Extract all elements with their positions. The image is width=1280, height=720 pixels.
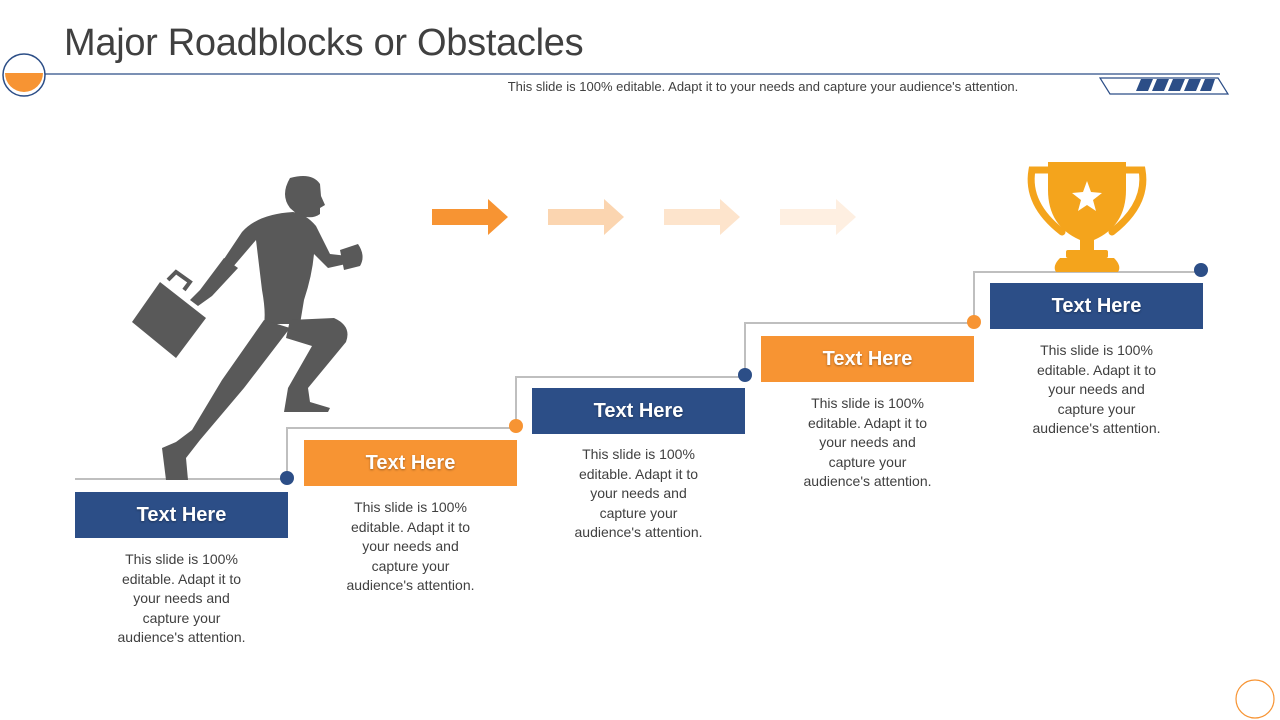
slide-subtitle: This slide is 100% editable. Adapt it to… xyxy=(507,79,1019,94)
desc-line: audience's attention. xyxy=(1032,420,1161,436)
step-desc-1: This slide is 100% editable. Adapt it to… xyxy=(75,550,288,648)
step-label-2: Text Here xyxy=(304,440,517,486)
star-icon xyxy=(1072,181,1102,211)
step-dot-5 xyxy=(1194,263,1208,277)
step-desc-2: This slide is 100% editable. Adapt it to… xyxy=(304,498,517,596)
step-label-5: Text Here xyxy=(990,283,1203,329)
desc-line: audience's attention. xyxy=(574,524,703,540)
desc-line: capture your xyxy=(828,453,907,470)
step-dot-3 xyxy=(738,368,752,382)
step-dot-4 xyxy=(967,315,981,329)
desc-line: This slide is 100% xyxy=(582,446,695,462)
header-tab xyxy=(1098,77,1230,95)
arrow-right-icon xyxy=(664,199,740,235)
arrow-right-icon xyxy=(432,199,508,235)
desc-line: capture your xyxy=(142,609,221,626)
desc-line: This slide is 100% xyxy=(125,551,238,567)
step-label-1: Text Here xyxy=(75,492,288,538)
desc-line: editable. Adapt it to xyxy=(807,414,928,431)
desc-line: capture your xyxy=(371,557,450,574)
step-desc-3: This slide is 100% editable. Adapt it to… xyxy=(532,445,745,543)
staircase-line xyxy=(75,271,1201,480)
businessman-running-icon xyxy=(162,176,363,480)
desc-line: editable. Adapt it to xyxy=(578,465,699,482)
desc-line: This slide is 100% xyxy=(811,395,924,411)
desc-line: your needs and xyxy=(362,538,459,554)
desc-line: your needs and xyxy=(590,485,687,501)
desc-line: your needs and xyxy=(1048,381,1145,397)
trophy-icon xyxy=(1027,162,1147,272)
briefcase-icon xyxy=(132,269,206,358)
desc-line: capture your xyxy=(599,504,678,521)
desc-line: audience's attention. xyxy=(117,629,246,645)
desc-line: audience's attention. xyxy=(346,577,475,593)
step-label-4: Text Here xyxy=(761,336,974,382)
desc-line: audience's attention. xyxy=(803,473,932,489)
header-decoration xyxy=(2,53,1230,97)
corner-circle-icon xyxy=(1235,679,1275,719)
arrow-right-icon xyxy=(780,199,856,235)
desc-line: This slide is 100% xyxy=(354,499,467,515)
desc-line: editable. Adapt it to xyxy=(121,570,242,587)
step-desc-4: This slide is 100% editable. Adapt it to… xyxy=(761,394,974,492)
desc-line: editable. Adapt it to xyxy=(350,518,471,535)
step-dot-2 xyxy=(509,419,523,433)
step-desc-5: This slide is 100% editable. Adapt it to… xyxy=(990,341,1203,439)
desc-line: capture your xyxy=(1057,400,1136,417)
desc-line: your needs and xyxy=(819,434,916,450)
half-circle-icon xyxy=(5,73,43,92)
arrow-right-icon xyxy=(548,199,624,235)
stripes-icon xyxy=(1136,79,1215,91)
step-dot-1 xyxy=(280,471,294,485)
desc-line: This slide is 100% xyxy=(1040,342,1153,358)
slide-title: Major Roadblocks or Obstacles xyxy=(64,22,584,64)
desc-line: your needs and xyxy=(133,590,230,606)
desc-line: editable. Adapt it to xyxy=(1036,361,1157,378)
step-label-3: Text Here xyxy=(532,388,745,434)
